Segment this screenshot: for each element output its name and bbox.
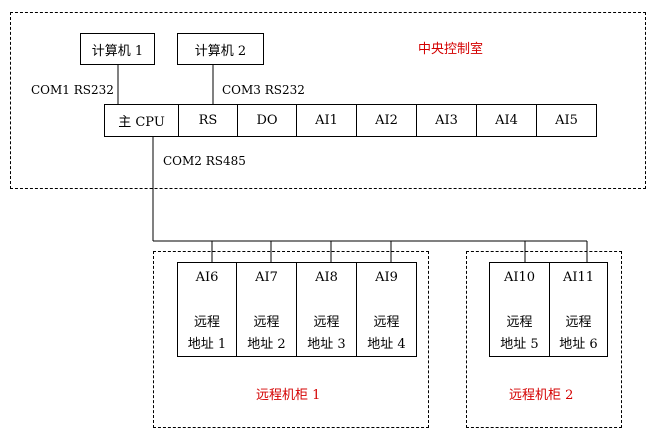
- module-ai1: AI1: [296, 104, 357, 137]
- computer-2-box: 计算机 2: [177, 33, 264, 65]
- remote-cabinet-1-title: 远程机柜 1: [256, 388, 321, 403]
- unit-line2: 地址 5: [500, 337, 539, 352]
- module-ai5: AI5: [536, 104, 597, 137]
- com3-label: COM3 RS232: [222, 83, 305, 97]
- unit-name: AI6: [195, 270, 219, 285]
- control-room-title: 中央控制室: [418, 42, 484, 57]
- unit-line2: 地址 2: [247, 337, 286, 352]
- unit-line1: 远程: [506, 315, 533, 330]
- cabinet-unit-ai10: AI10 远程 地址 5: [489, 262, 550, 357]
- unit-name: AI9: [375, 270, 398, 285]
- unit-line2: 地址 6: [559, 337, 598, 352]
- unit-line2: 地址 4: [367, 337, 406, 352]
- cabinet-unit-ai9: AI9 远程 地址 4: [356, 262, 417, 357]
- control-room-region: [10, 12, 646, 189]
- cabinet-unit-ai8: AI8 远程 地址 3: [296, 262, 357, 357]
- unit-name: AI11: [562, 270, 595, 285]
- unit-line1: 远程: [373, 315, 400, 330]
- unit-name: AI10: [503, 270, 536, 285]
- unit-name: AI8: [315, 270, 338, 285]
- unit-name: AI7: [255, 270, 278, 285]
- computer-1-box: 计算机 1: [80, 33, 155, 65]
- module-ai2: AI2: [356, 104, 417, 137]
- com1-label: COM1 RS232: [31, 83, 114, 97]
- unit-line1: 远程: [565, 315, 592, 330]
- remote-cabinet-1-region: [153, 251, 429, 428]
- module-do: DO: [237, 104, 297, 137]
- unit-line2: 地址 1: [187, 337, 227, 352]
- remote-cabinet-2-region: [466, 251, 622, 428]
- cabinet-unit-ai6: AI6 远程 地址 1: [177, 262, 237, 357]
- unit-line2: 地址 3: [307, 337, 346, 352]
- remote-cabinet-2-title: 远程机柜 2: [509, 388, 574, 403]
- module-rs: RS: [178, 104, 238, 137]
- unit-line1: 远程: [193, 315, 220, 330]
- com2-label: COM2 RS485: [163, 154, 246, 168]
- unit-line1: 远程: [313, 315, 340, 330]
- cabinet-unit-ai11: AI11 远程 地址 6: [549, 262, 608, 357]
- module-main-cpu: 主 CPU: [104, 104, 179, 137]
- unit-line1: 远程: [253, 315, 280, 330]
- module-ai4: AI4: [476, 104, 537, 137]
- cabinet-unit-ai7: AI7 远程 地址 2: [236, 262, 297, 357]
- module-ai3: AI3: [416, 104, 477, 137]
